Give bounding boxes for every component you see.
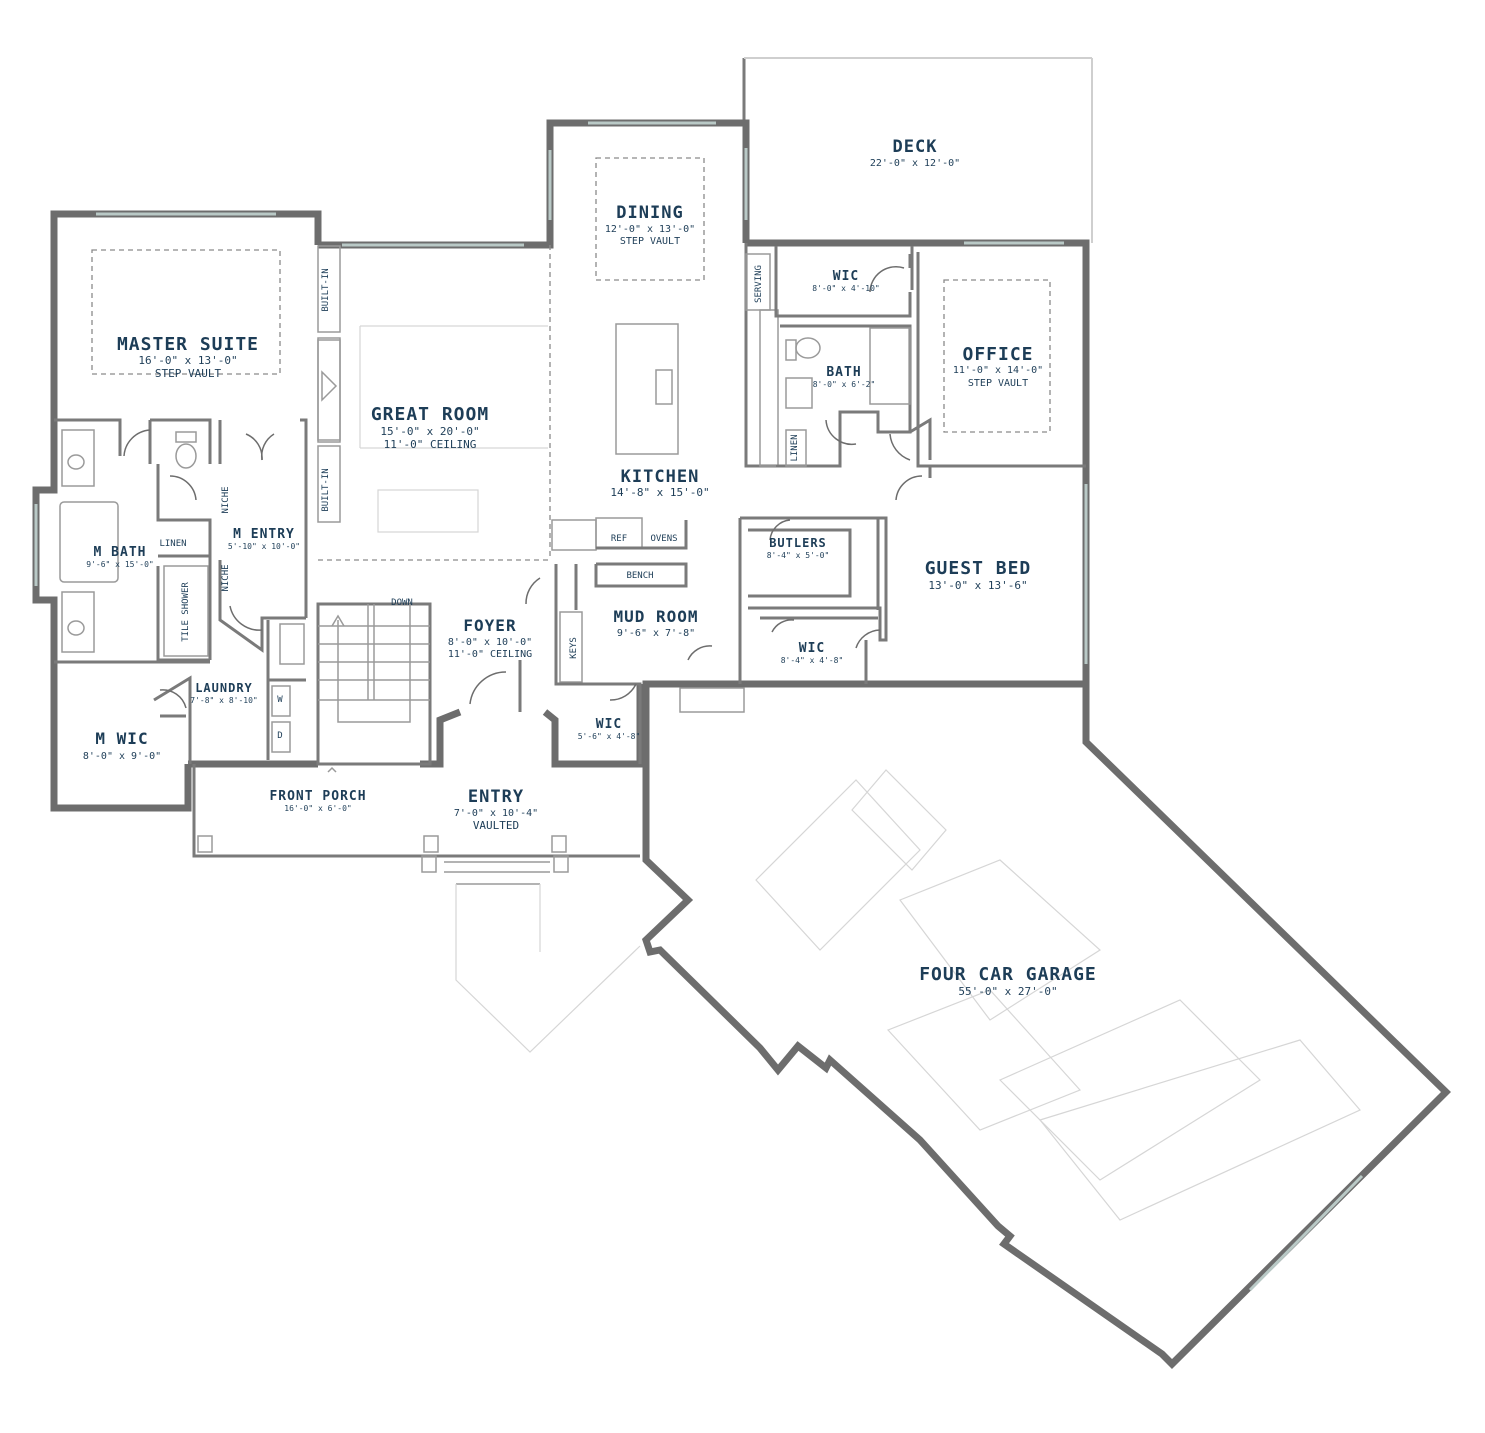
room-labels: DECK 22'-0" x 12'-0" DINING 12'-0" x 13'… xyxy=(83,137,1097,998)
foyer-name: FOYER xyxy=(463,616,516,635)
linen-master-label: LINEN xyxy=(159,539,186,549)
dining-name: DINING xyxy=(616,203,683,223)
built-in-label-upper: BUILT-IN xyxy=(321,268,331,311)
kitchen-dims: 14'-8" x 15'-0" xyxy=(610,486,709,499)
kitchen-name: KITCHEN xyxy=(621,467,700,487)
bench-label: BENCH xyxy=(626,571,653,581)
wic-guest-dims: 8'-4" x 4'-8" xyxy=(781,656,844,665)
office-dims: 11'-0" x 14'-0" xyxy=(953,365,1043,376)
butlers-name: BUTLERS xyxy=(769,536,827,550)
built-in-label-lower: BUILT-IN xyxy=(321,468,331,511)
keys-label: KEYS xyxy=(569,637,579,659)
entry-dims: 7'-0" x 10'-4" xyxy=(454,808,538,819)
deck-outline xyxy=(742,57,1093,243)
garage-dims: 55'-0" x 27'-0" xyxy=(958,985,1057,998)
deck-dims: 22'-0" x 12'-0" xyxy=(870,158,960,169)
linen-bath-label: LINEN xyxy=(790,434,800,461)
great-room-note: 11'-0" CEILING xyxy=(384,438,477,451)
niche-label-lower: NICHE xyxy=(221,564,231,591)
butlers-dims: 8'-4" x 5'-0" xyxy=(767,551,830,560)
interior-walls xyxy=(54,243,1086,766)
bath-fixtures xyxy=(59,429,305,753)
bath-dims: 8'-0" x 6'-2" xyxy=(813,380,876,389)
exterior-walls xyxy=(32,119,1451,1369)
porch-and-steps xyxy=(192,687,745,1053)
office-name: OFFICE xyxy=(962,344,1033,365)
front-porch-dims: 16'-0" x 6'-0" xyxy=(284,804,351,813)
fixture-labels: BUILT-IN BUILT-IN SERVING LINEN LINEN NI… xyxy=(159,265,800,741)
m-entry-dims: 5'-10" x 10'-0" xyxy=(228,542,300,551)
mud-room-name: MUD ROOM xyxy=(613,607,698,626)
m-wic-dims: 8'-0" x 9'-0" xyxy=(83,751,161,762)
master-suite-note: STEP VAULT xyxy=(155,367,222,380)
windows xyxy=(34,121,1364,1292)
guest-bed-name: GUEST BED xyxy=(925,558,1032,579)
ref-label: REF xyxy=(611,534,627,544)
deck-name: DECK xyxy=(893,137,938,157)
great-room-dims: 15'-0" x 20'-0" xyxy=(380,425,479,438)
foyer-note: 11'-0" CEILING xyxy=(448,649,532,660)
garage-vehicles xyxy=(755,769,1361,1221)
front-porch-name: FRONT PORCH xyxy=(269,789,366,804)
mud-room-dims: 9'-6" x 7'-8" xyxy=(617,628,695,639)
wic-top-name: WIC xyxy=(833,269,859,284)
dining-dims: 12'-0" x 13'-0" xyxy=(605,224,695,235)
m-bath-name: M BATH xyxy=(94,545,147,560)
doors xyxy=(123,265,923,709)
dryer-label: D xyxy=(277,731,282,741)
m-wic-name: M WIC xyxy=(95,729,148,748)
laundry-dims: 7'-8" x 8'-10" xyxy=(190,696,257,705)
dining-note: STEP VAULT xyxy=(620,236,680,247)
guest-bed-dims: 13'-0" x 13'-6" xyxy=(928,579,1027,592)
foyer-dims: 8'-0" x 10'-0" xyxy=(448,637,532,648)
master-suite-dims: 16'-0" x 13'-0" xyxy=(138,354,237,367)
ovens-label: OVENS xyxy=(650,534,677,544)
wic-mud-name: WIC xyxy=(596,717,622,732)
entry-note: VAULTED xyxy=(473,819,519,832)
stair-down-label: DOWN xyxy=(391,598,413,608)
laundry-name: LAUNDRY xyxy=(195,681,253,695)
m-bath-dims: 9'-6" x 15'-0" xyxy=(86,560,153,569)
tile-shower-label: TILE SHOWER xyxy=(181,582,191,642)
serving-label: SERVING xyxy=(754,265,764,303)
ceiling-outlines xyxy=(91,157,1051,561)
washer-label: W xyxy=(277,695,283,705)
wic-mud-dims: 5'-6" x 4'-8" xyxy=(578,732,641,741)
stair-arrow-icon xyxy=(327,614,345,773)
entry-name: ENTRY xyxy=(468,787,524,807)
office-note: STEP VAULT xyxy=(968,378,1028,389)
great-room-name: GREAT ROOM xyxy=(371,404,489,425)
master-suite-name: MASTER SUITE xyxy=(117,334,259,355)
bath-name: BATH xyxy=(826,365,861,380)
niche-label-upper: NICHE xyxy=(221,486,231,513)
garage-name: FOUR CAR GARAGE xyxy=(919,964,1097,985)
wic-guest-name: WIC xyxy=(799,641,825,656)
wic-top-dims: 8'-0" x 4'-10" xyxy=(812,284,879,293)
m-entry-name: M ENTRY xyxy=(233,527,295,542)
